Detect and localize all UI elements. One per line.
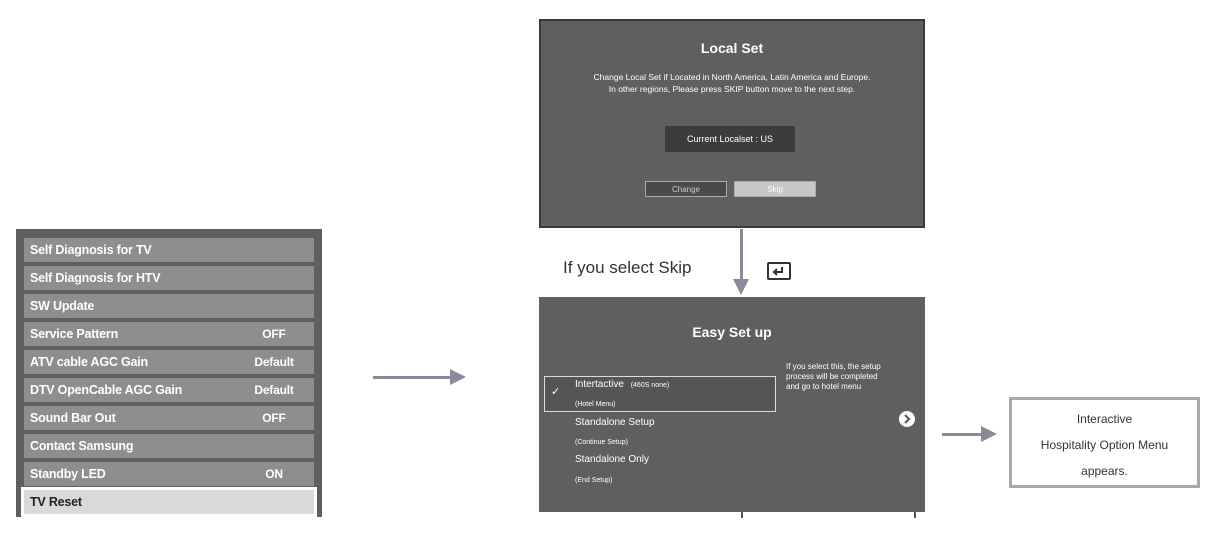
if-select-skip-text: If you select Skip [563, 258, 692, 277]
option-interactive[interactable]: Intertactive (460S none) [575, 379, 669, 390]
menu-item[interactable]: Service Pattern OFF [24, 322, 314, 346]
tick-mark [914, 512, 916, 518]
option-standalone-only[interactable]: Standalone Only [575, 454, 649, 465]
option-interactive-sub: (Hotel Menu) [575, 401, 616, 408]
menu-item-label: ATV cable AGC Gain [30, 355, 148, 369]
menu-item[interactable]: Standby LED ON [24, 462, 314, 486]
menu-item[interactable]: DTV OpenCable AGC Gain Default [24, 378, 314, 402]
menu-item-value: Default [254, 383, 294, 397]
menu-item-label: Contact Samsung [30, 439, 134, 453]
service-menu: Self Diagnosis for TV Self Diagnosis for … [16, 229, 322, 517]
menu-item[interactable]: TV Reset [21, 487, 317, 517]
arrow-head-down [733, 279, 749, 295]
selected-option-highlight[interactable] [544, 376, 776, 412]
menu-item[interactable]: Contact Samsung [24, 434, 314, 458]
menu-item-label: Self Diagnosis for TV [30, 243, 152, 257]
local-set-desc-line2: In other regions, Please press SKIP butt… [608, 84, 856, 94]
menu-item[interactable]: SW Update [24, 294, 314, 318]
menu-item[interactable]: Self Diagnosis for HTV [24, 266, 314, 290]
menu-item-label: DTV OpenCable AGC Gain [30, 383, 183, 397]
option-interactive-label: Intertactive [575, 379, 624, 390]
menu-item[interactable]: ATV cable AGC Gain Default [24, 350, 314, 374]
result-line2: Hospitality Option Menu [1040, 438, 1169, 452]
menu-item-value: OFF [262, 411, 286, 425]
skip-button[interactable]: Skip [734, 181, 816, 197]
local-set-title: Local Set [700, 40, 764, 56]
result-message-box: Interactive Hospitality Option Menu appe… [1009, 397, 1200, 488]
arrow-head-1 [450, 369, 466, 385]
result-line1: Interactive [1076, 412, 1133, 426]
option-standalone-only-sub: (End Setup) [575, 477, 613, 484]
menu-item-label: TV Reset [30, 495, 82, 509]
next-arrow-icon[interactable] [899, 411, 915, 427]
menu-item-value: Default [254, 355, 294, 369]
result-line3: appears. [1081, 464, 1128, 478]
tick-mark [741, 512, 743, 518]
option-interactive-note: (460S none) [630, 382, 670, 389]
menu-item[interactable]: Self Diagnosis for TV [24, 238, 314, 262]
menu-item-label: Standby LED [30, 467, 106, 481]
option-standalone-setup[interactable]: Standalone Setup [575, 417, 655, 428]
arrow-head-2 [981, 426, 997, 442]
local-set-desc-line1: Change Local Set if Located in North Ame… [593, 72, 871, 82]
option-hint-text: If you select this, the setup process wi… [786, 362, 881, 391]
change-button[interactable]: Change [645, 181, 727, 197]
menu-item[interactable]: Sound Bar Out OFF [24, 406, 314, 430]
arrow-line-down [740, 229, 743, 281]
menu-item-label: Service Pattern [30, 327, 119, 341]
easy-setup-title: Easy Set up [692, 324, 772, 340]
menu-item-value: OFF [262, 327, 286, 341]
option-standalone-setup-sub: (Continue Setup) [575, 439, 628, 446]
current-localset-display: Current Localset : US [665, 126, 795, 152]
enter-key-icon [767, 262, 791, 280]
local-set-description: Change Local Set if Located in North Ame… [561, 71, 903, 95]
arrow-line-2 [942, 433, 982, 436]
local-set-dialog: Local Set Change Local Set if Located in… [539, 19, 925, 228]
checkmark-icon: ✓ [551, 386, 561, 398]
menu-item-label: Self Diagnosis for HTV [30, 271, 161, 285]
menu-item-label: SW Update [30, 299, 95, 313]
menu-item-value: ON [265, 467, 283, 481]
menu-item-label: Sound Bar Out [30, 411, 116, 425]
arrow-line-1 [373, 376, 451, 379]
easy-setup-dialog: Easy Set up ✓ Intertactive (460S none) (… [539, 297, 925, 512]
